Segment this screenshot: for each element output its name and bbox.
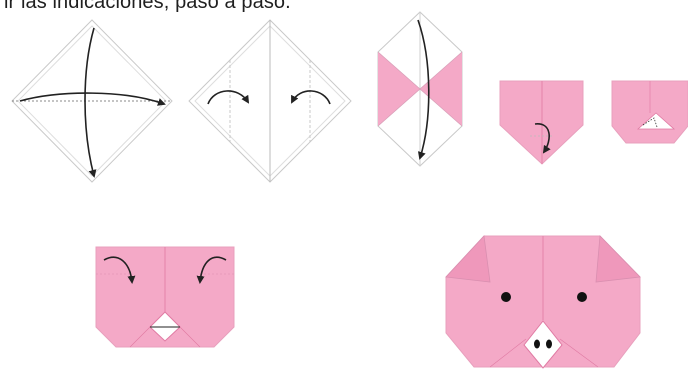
step-5-nose-fold [612,81,688,143]
step-6-ears-fold [96,247,234,347]
right-nostril [546,340,552,349]
left-ear-flap [446,236,490,282]
step-1-diagonal-folds [12,20,172,182]
step-2-corners-to-center [189,20,351,182]
step-7-finished-pig-face [446,236,640,368]
left-nostril [534,340,540,349]
right-ear-flap [596,236,640,282]
left-eye [501,292,511,302]
step-4-pentagon-fold [500,81,583,164]
right-eye [577,292,587,302]
step-3-bowtie-fold [378,12,462,166]
pink-pentagon [500,81,583,164]
